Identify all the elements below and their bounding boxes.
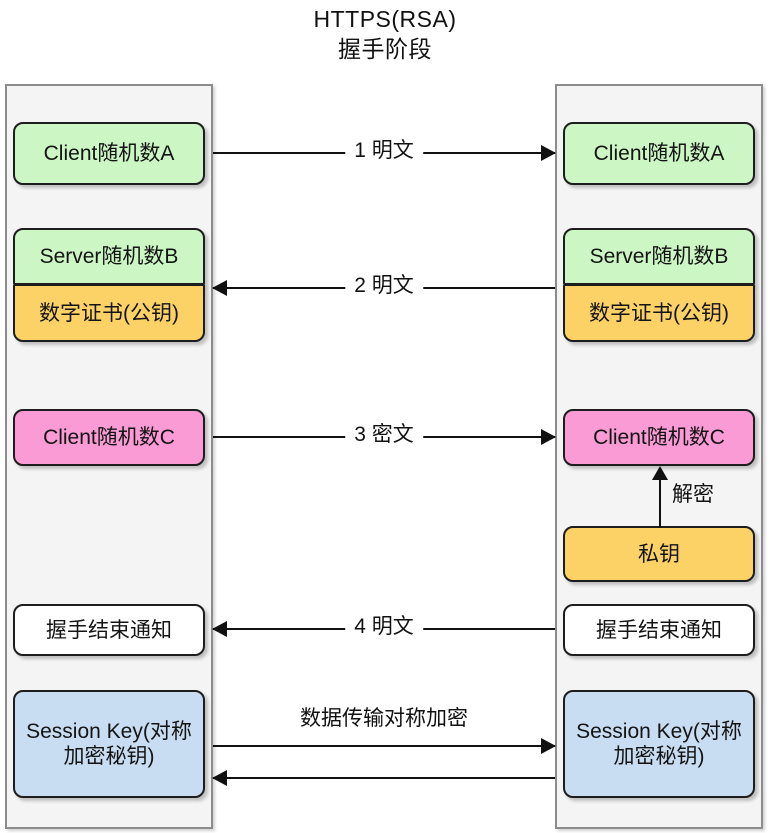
client-node-handshake-finished: 握手结束通知	[13, 604, 205, 656]
server-node-certificate-public-key: 数字证书(公钥)	[563, 284, 755, 342]
client-node-certificate-public-key: 数字证书(公钥)	[13, 284, 205, 342]
server-node-private-key: 私钥	[563, 526, 755, 582]
arrow-head-right-icon	[541, 145, 556, 161]
diagram-title: HTTPS(RSA) 握手阶段	[0, 4, 770, 64]
decrypt-arrow-line	[659, 478, 661, 528]
data-transfer-line-inbound	[213, 777, 555, 779]
server-node-session-key: Session Key(对称加密秘钥)	[563, 690, 755, 798]
message-arrow-2: 2 明文	[212, 273, 555, 300]
server-node-client-random-a: Client随机数A	[563, 122, 755, 185]
title-line-primary: HTTPS(RSA)	[313, 6, 457, 32]
server-node-handshake-finished: 握手结束通知	[563, 604, 755, 656]
arrow-head-right-icon	[541, 429, 556, 445]
message-arrow-1: 1 明文	[213, 138, 556, 165]
message-label-1: 1 明文	[345, 138, 423, 164]
message-label-2: 2 明文	[345, 273, 423, 299]
decrypt-label: 解密	[672, 483, 714, 506]
message-label-3: 3 密文	[345, 422, 423, 448]
server-node-server-random-b: Server随机数B	[563, 228, 755, 285]
server-node-client-random-c: Client随机数C	[563, 409, 755, 466]
decrypt-arrow-head	[652, 466, 668, 480]
message-label-4: 4 明文	[345, 614, 423, 640]
decrypt-arrow-icon	[652, 466, 668, 528]
message-arrow-4: 4 明文	[212, 614, 555, 641]
arrow-head-left-icon	[212, 770, 227, 786]
data-transfer-label: 数据传输对称加密	[300, 707, 468, 730]
message-arrow-3: 3 密文	[213, 422, 556, 449]
title-line-secondary: 握手阶段	[338, 36, 432, 62]
data-transfer-arrow-inbound	[212, 766, 555, 790]
arrow-head-left-icon	[212, 280, 227, 296]
client-node-client-random-c: Client随机数C	[13, 409, 205, 466]
client-node-session-key: Session Key(对称加密秘钥)	[13, 690, 205, 798]
client-node-client-random-a: Client随机数A	[13, 122, 205, 185]
arrow-head-right-icon	[541, 738, 556, 754]
data-transfer-arrow-outbound	[213, 734, 556, 758]
client-node-server-random-b: Server随机数B	[13, 228, 205, 285]
data-transfer-line-outbound	[213, 745, 555, 747]
arrow-head-left-icon	[212, 621, 227, 637]
